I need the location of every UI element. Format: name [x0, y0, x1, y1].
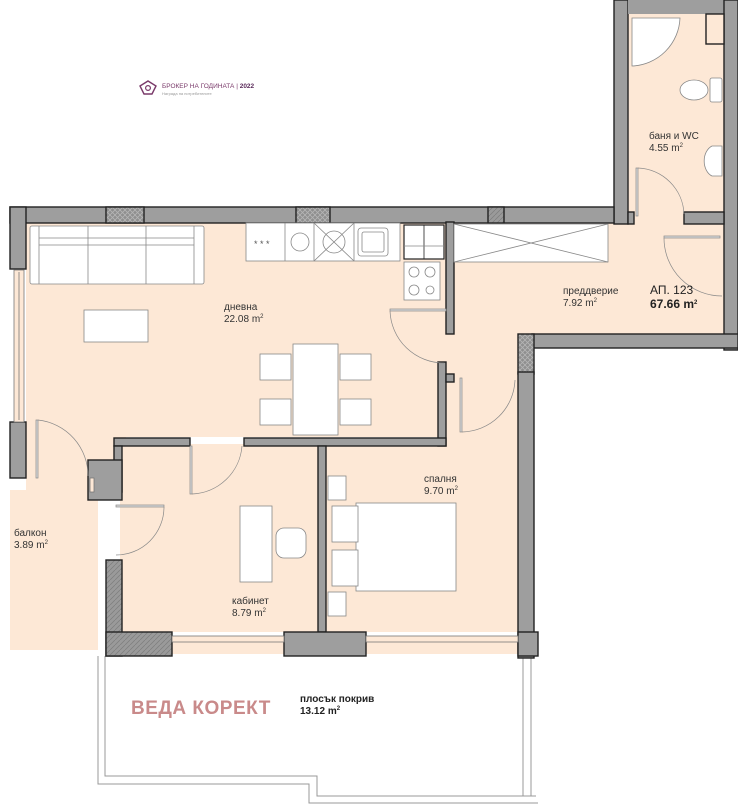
- washbasin: [703, 145, 723, 177]
- bedroom-right-wall: [517, 371, 535, 659]
- hob: [403, 261, 441, 301]
- chair: [339, 398, 372, 426]
- bottom-wall-right: [517, 631, 539, 657]
- coffee-table: [83, 309, 149, 343]
- bathroom-bottom-wall-right: [683, 211, 725, 225]
- sofa: [29, 225, 205, 285]
- corridor-wall-stub: [445, 373, 455, 383]
- room-label-hallway: преддверие 7.92 m2: [563, 286, 619, 309]
- corridor-wall: [437, 361, 447, 447]
- bathroom-bottom-wall-left: [627, 211, 635, 225]
- bed: [355, 502, 457, 592]
- nightstand: [327, 591, 347, 617]
- walls: [9, 0, 738, 659]
- toilet: [679, 79, 709, 101]
- room-label-study: кабинет 8.79 m2: [232, 596, 269, 619]
- nightstand: [327, 475, 347, 501]
- bottom-wall-mid: [283, 631, 367, 657]
- bedroom-left-wall: [317, 445, 327, 633]
- hallway-bottom-wall: [531, 333, 738, 349]
- badge-subtitle: Награда на потребителите: [162, 90, 212, 96]
- dining-table: [292, 343, 339, 436]
- corridor-floor: [440, 344, 520, 444]
- cooktop-glyph: * * *: [254, 239, 270, 249]
- study-top-wall: [113, 437, 191, 447]
- house-logo-icon: [139, 80, 157, 95]
- apartment-label: АП. 123 67.66 m2: [650, 283, 698, 311]
- left-wall-top: [9, 206, 27, 270]
- bathroom-shaft: [705, 13, 725, 45]
- chair: [339, 353, 372, 381]
- windows: [13, 269, 519, 643]
- bathroom-right-wall: [723, 0, 738, 351]
- apartment-number: АП. 123: [650, 283, 694, 297]
- room-label-bathroom: баня и WC 4.55 m2: [649, 131, 699, 154]
- top-wall-hatch-3: [487, 206, 505, 224]
- window-sill-floor-1: [172, 640, 284, 654]
- badge-title: БРОКЕР НА ГОДИНАТА: [162, 82, 235, 90]
- chair: [259, 398, 292, 426]
- room-label-living: дневна 22.08 m2: [224, 302, 264, 325]
- bathroom-top-wall: [628, 0, 738, 14]
- shower-tray: [631, 17, 681, 67]
- top-wall-hatch-2: [295, 206, 331, 224]
- office-chair: [275, 527, 307, 559]
- room-label-bedroom: спалня 9.70 m2: [424, 474, 458, 497]
- room-label-roof: плосък покрив 13.12 m2: [300, 694, 375, 717]
- chair: [259, 353, 292, 381]
- top-wall-hatch-1: [105, 206, 145, 224]
- doors: [35, 167, 723, 556]
- study-window: [171, 635, 285, 643]
- watermark: ВЕДА КОРЕКТ: [131, 698, 271, 719]
- kitchen-partition: [445, 221, 455, 335]
- room-label-balcony: балкон 3.89 m2: [14, 528, 48, 551]
- desk: [239, 505, 273, 583]
- pillow: [331, 505, 359, 543]
- flat-roof-outline: [97, 656, 538, 804]
- broker-badge: БРОКЕР НА ГОДИНАТА | 2022 Награда на пот…: [138, 80, 254, 98]
- left-wall-mid: [9, 421, 27, 479]
- pillow: [331, 549, 359, 587]
- balcony-floor: [10, 490, 98, 650]
- living-bottom-wall: [243, 437, 447, 447]
- hallway-hatch: [517, 333, 535, 375]
- entry-block: [87, 459, 123, 501]
- badge-year: 2022: [239, 82, 255, 90]
- balcony-door: [89, 477, 95, 493]
- furniture: [29, 17, 723, 617]
- bathroom-left-wall: [613, 0, 629, 225]
- study-bottom-wall-left: [105, 631, 173, 657]
- window-sill-floor-2: [366, 640, 518, 654]
- bedroom-window: [365, 635, 519, 643]
